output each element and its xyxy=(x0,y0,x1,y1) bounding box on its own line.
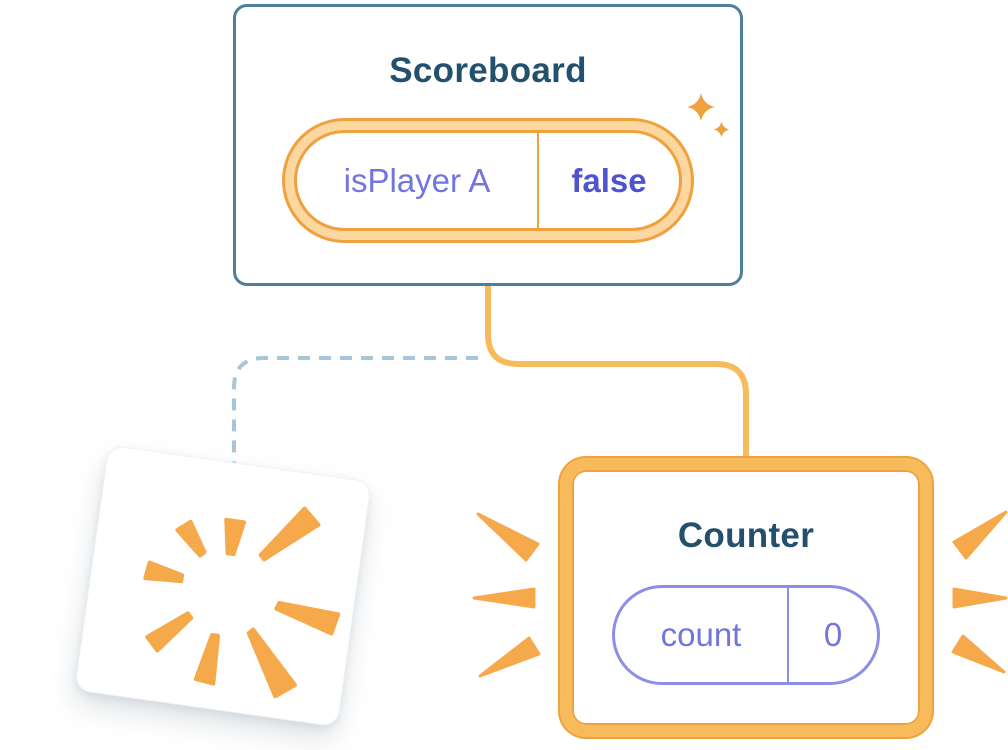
ray-icon xyxy=(952,587,1008,609)
destroyed-card xyxy=(74,444,372,728)
scoreboard-card: Scoreboard isPlayer A false xyxy=(233,4,743,286)
state-value: 0 xyxy=(823,616,843,653)
counter-state-pill: count 0 xyxy=(612,585,880,685)
ray-icon xyxy=(952,510,1008,560)
scoreboard-state-pill: isPlayer A false xyxy=(294,130,682,231)
state-name: isPlayer A xyxy=(343,161,491,199)
burst-icon xyxy=(143,506,341,699)
connector-dashed xyxy=(232,356,478,464)
counter-title: Counter xyxy=(677,516,815,555)
state-value: false xyxy=(571,161,647,199)
sparkle-icon xyxy=(687,93,730,138)
pill-divider xyxy=(787,588,789,682)
pill-divider xyxy=(537,133,539,228)
ray-icon xyxy=(478,636,541,678)
counter-card: Counter count 0 xyxy=(560,458,932,737)
ray-icon xyxy=(951,634,1006,674)
ray-icon xyxy=(476,512,540,562)
emphasis-rays-right xyxy=(951,510,1008,674)
ray-icon xyxy=(472,587,536,609)
emphasis-rays-left xyxy=(472,512,541,678)
connector-solid xyxy=(485,284,749,462)
scoreboard-title: Scoreboard xyxy=(389,51,587,90)
state-name: count xyxy=(660,616,742,653)
